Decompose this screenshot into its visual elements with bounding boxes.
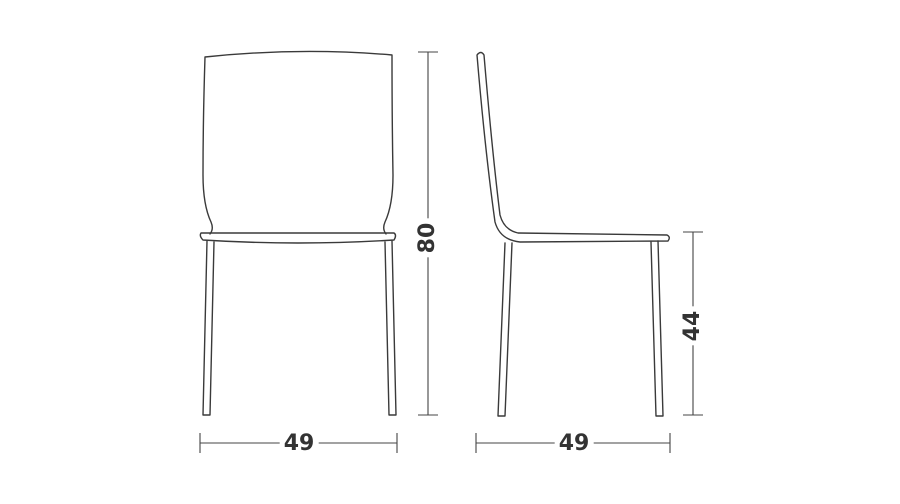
side-view-chair — [476, 51, 670, 417]
front-left-leg — [202, 240, 215, 416]
side-back-leg — [650, 240, 664, 417]
front-height-label: 80 — [415, 218, 440, 258]
front-backrest — [202, 50, 394, 235]
front-width-label: 49 — [279, 433, 319, 455]
front-view-chair — [199, 50, 397, 416]
side-seat-height-label: 44 — [680, 306, 705, 346]
front-seat — [199, 232, 397, 244]
side-front-leg — [497, 242, 513, 417]
front-right-leg — [384, 240, 397, 416]
side-backrest-seat — [476, 51, 670, 243]
side-depth-label: 49 — [554, 433, 594, 455]
